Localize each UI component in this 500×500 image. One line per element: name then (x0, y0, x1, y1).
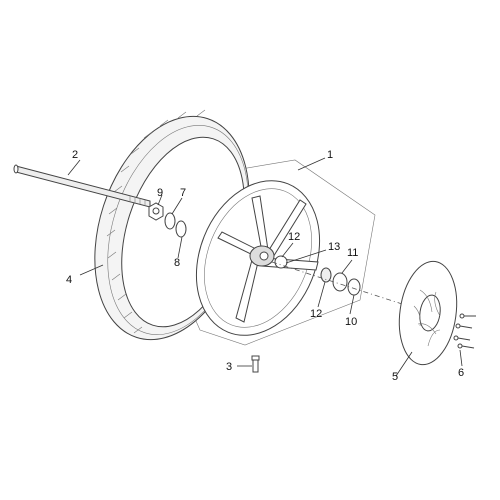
callout-9: 9 (157, 187, 163, 199)
axle-centerline (271, 261, 431, 314)
wheel-rim (195, 180, 321, 336)
callout-12-lower: 12 (310, 308, 322, 320)
bearing-right (332, 272, 348, 292)
callout-10: 10 (345, 316, 357, 328)
callout-4: 4 (66, 274, 72, 286)
bearing-left (274, 255, 288, 269)
axle-nut (148, 202, 164, 221)
callout-5: 5 (392, 371, 398, 383)
tire-valve (251, 355, 260, 373)
callout-11: 11 (347, 247, 358, 259)
callout-1: 1 (327, 149, 333, 161)
spacer-ring-lower (175, 220, 187, 238)
callout-12-upper: 12 (288, 231, 300, 243)
callout-3: 3 (226, 361, 232, 373)
callout-2: 2 (72, 149, 78, 161)
distance-tube (320, 267, 332, 283)
callout-7: 7 (180, 187, 186, 199)
callout-6: 6 (458, 367, 464, 379)
brake-disc (398, 260, 458, 366)
oil-seal (347, 278, 361, 296)
leader-lines (67, 157, 463, 377)
spacer-ring-upper (164, 212, 176, 230)
callout-8: 8 (174, 257, 180, 269)
disc-bolts (453, 313, 476, 349)
callout-13: 13 (328, 241, 340, 253)
